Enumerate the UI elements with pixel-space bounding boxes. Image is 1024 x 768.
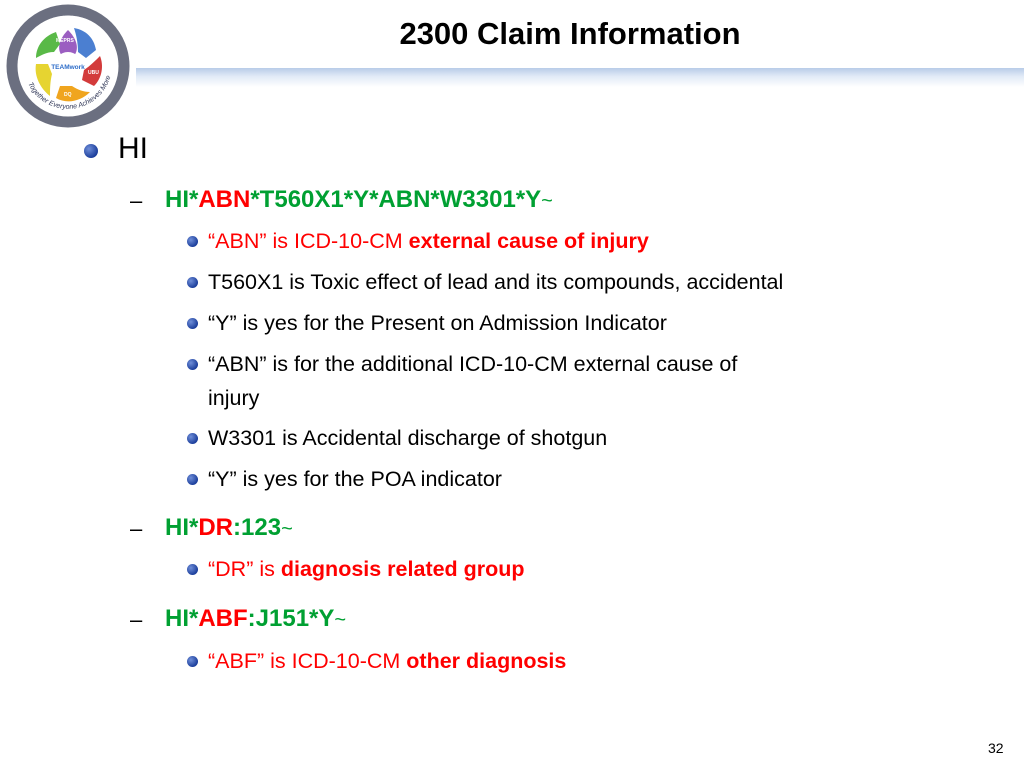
code-qualifier: DR bbox=[198, 514, 234, 541]
code-rest: :123 bbox=[233, 514, 282, 541]
bullet-dot bbox=[187, 433, 198, 444]
logo-hand-label: MEPRS bbox=[56, 38, 74, 44]
item-bold: diagnosis related group bbox=[280, 557, 525, 581]
page-number: 32 bbox=[988, 740, 1004, 756]
code-prefix: HI* bbox=[165, 514, 199, 541]
code-rest: :J151*Y bbox=[247, 605, 335, 632]
list-item: “ABN” is for the additional ICD-10-CM ex… bbox=[208, 352, 738, 376]
list-item: “Y” is yes for the Present on Admission … bbox=[208, 311, 667, 335]
code-line: HI*DR:123~ bbox=[165, 514, 293, 542]
list-item-continuation: injury bbox=[208, 386, 260, 410]
code-line: HI*ABF:J151*Y~ bbox=[165, 605, 346, 633]
item-text: “ABF” is ICD-10-CM bbox=[208, 649, 407, 673]
list-item: T560X1 is Toxic effect of lead and its c… bbox=[208, 270, 784, 294]
code-line: HI*ABN*T560X1*Y*ABN*W3301*Y~ bbox=[165, 186, 553, 214]
code-prefix: HI* bbox=[165, 186, 199, 213]
code-rest: *T560X1*Y*ABN*W3301*Y bbox=[250, 186, 542, 213]
code-tilde: ~ bbox=[281, 518, 293, 540]
heading-hi: HI bbox=[118, 132, 148, 165]
dash-bullet: – bbox=[130, 607, 143, 632]
logo-center-text: TEAMwork bbox=[51, 64, 85, 71]
bullet-dot bbox=[187, 564, 198, 575]
code-qualifier: ABN bbox=[198, 186, 251, 213]
code-tilde: ~ bbox=[541, 190, 553, 212]
bullet-dot bbox=[187, 656, 198, 667]
dash-bullet: – bbox=[130, 516, 143, 541]
bullet-dot bbox=[187, 474, 198, 485]
code-qualifier: ABF bbox=[198, 605, 248, 632]
list-item: “DR” is diagnosis related group bbox=[208, 554, 525, 584]
title-bar bbox=[136, 68, 1024, 87]
item-text: “ABN” is ICD-10-CM bbox=[208, 229, 409, 253]
list-item: “ABF” is ICD-10-CM other diagnosis bbox=[208, 646, 566, 676]
bullet-dot bbox=[187, 318, 198, 329]
list-item: “Y” is yes for the POA indicator bbox=[208, 467, 502, 491]
item-bold: external cause of injury bbox=[408, 229, 649, 253]
list-item: “ABN” is ICD-10-CM external cause of inj… bbox=[208, 226, 649, 256]
bullet-dot bbox=[187, 359, 198, 370]
logo-hand-label: UBU bbox=[88, 70, 99, 76]
dash-bullet: – bbox=[130, 188, 143, 213]
code-tilde: ~ bbox=[334, 609, 347, 631]
slide-title: 2300 Claim Information bbox=[399, 16, 741, 51]
bullet-dot bbox=[84, 144, 98, 158]
list-item: W3301 is Accidental discharge of shotgun bbox=[208, 426, 608, 450]
code-prefix: HI* bbox=[165, 605, 199, 632]
bullet-dot bbox=[187, 236, 198, 247]
conference-logo: 2011 MHS REVENUE CYCLE EDUCATIONAL CONFE… bbox=[0, 0, 138, 130]
bullet-dot bbox=[187, 277, 198, 288]
item-bold: other diagnosis bbox=[406, 649, 567, 673]
logo-hand-label: UBO bbox=[42, 60, 53, 66]
logo-hand-label: DQ bbox=[64, 92, 72, 98]
item-text: “DR” is bbox=[208, 557, 281, 581]
